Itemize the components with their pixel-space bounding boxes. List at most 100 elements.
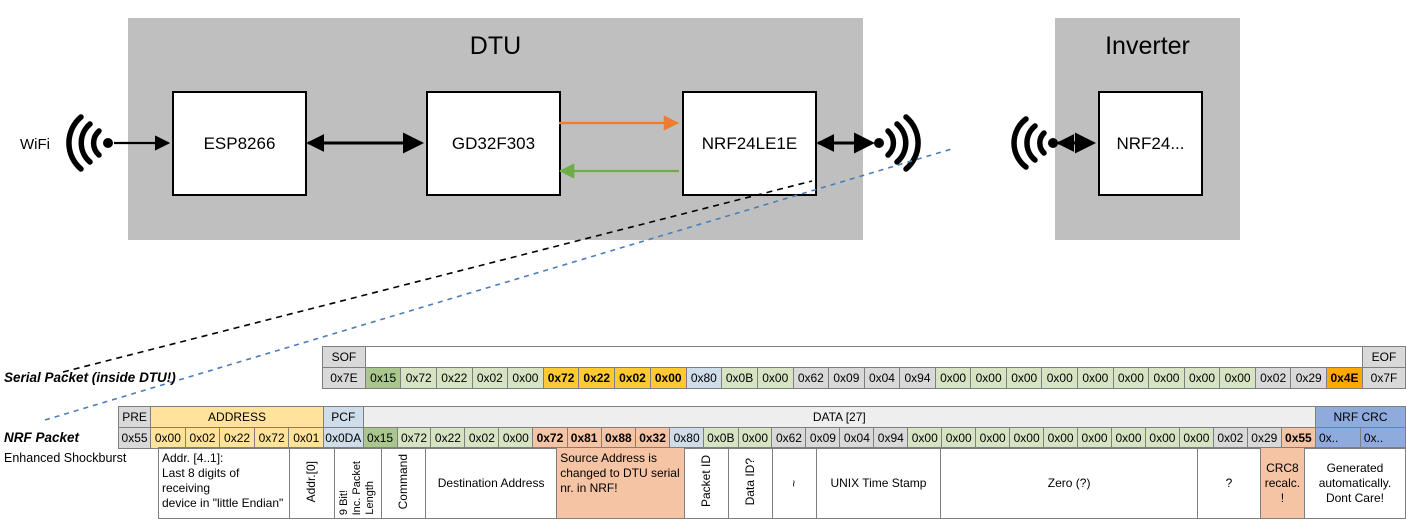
desc-addr0: Addr.[0] (288, 447, 335, 519)
serial-byte-10: 0x0B (721, 367, 758, 389)
desc-zero: Zero (?) (940, 447, 1199, 519)
nrf-byte-2: 0x22 (430, 427, 466, 449)
serial-byte-9: 0x80 (685, 367, 723, 389)
serial-header-spacer (364, 346, 1364, 368)
nrf-byte-14: 0x04 (839, 427, 875, 449)
nrf-byte-12: 0x62 (771, 427, 807, 449)
nrf-byte-6: 0x81 (566, 427, 602, 449)
serial-byte-15: 0x94 (899, 367, 936, 389)
chip-gd32f303: GD32F303 (426, 91, 561, 196)
nrf-byte-13: 0x09 (805, 427, 841, 449)
serial-byte-5: 0x72 (542, 367, 580, 389)
nrf-address-byte-4: 0x01 (288, 427, 325, 449)
nrf-byte-25: 0x02 (1212, 427, 1248, 449)
nrf-data-header: DATA [27] (362, 406, 1316, 428)
nrf-address-byte-2: 0x22 (219, 427, 255, 449)
chip-nrf24le1e: NRF24LE1E (682, 91, 817, 196)
nrf-pcf-header: PCF (323, 406, 364, 428)
nrf-crc-header: NRF CRC (1314, 406, 1406, 428)
nrf-address-header: ADDRESS (150, 406, 325, 428)
serial-byte-0: 0x15 (364, 367, 402, 389)
serial-byte-14: 0x04 (863, 367, 901, 389)
serial-byte-1: 0x72 (400, 367, 437, 389)
nrf-byte-19: 0x00 (1009, 427, 1045, 449)
serial-byte-21: 0x00 (1112, 367, 1150, 389)
serial-sof-value: 0x7E (322, 367, 366, 389)
nrf-byte-0: 0x15 (362, 427, 398, 449)
dtu-title: DTU (469, 32, 522, 60)
nrf-byte-20: 0x00 (1043, 427, 1079, 449)
nrf-byte-5: 0x72 (532, 427, 568, 449)
nrf-byte-15: 0x94 (873, 427, 909, 449)
inverter-enclosure: Inverter (1055, 18, 1240, 240)
nrf-byte-22: 0x00 (1111, 427, 1146, 449)
chip-esp8266: ESP8266 (172, 91, 307, 196)
serial-byte-19: 0x00 (1041, 367, 1079, 389)
desc-unix-timestamp: UNIX Time Stamp (815, 447, 942, 519)
serial-byte-13: 0x09 (828, 367, 865, 389)
serial-eof-header: EOF (1362, 346, 1406, 368)
serial-byte-8: 0x00 (649, 367, 687, 389)
desc-question: ? (1197, 447, 1261, 519)
serial-packet-title: Serial Packet (inside DTU!) (4, 370, 176, 385)
inverter-title: Inverter (1105, 32, 1190, 60)
nrf-pre-header: PRE (117, 406, 152, 428)
nrf-byte-24: 0x00 (1178, 427, 1214, 449)
nrf-byte-16: 0x00 (907, 427, 943, 449)
nrf-crc-byte-1: 0x.. (1359, 427, 1406, 449)
chip-nrf24-inverter-label: NRF24... (1116, 133, 1185, 153)
desc-destination: Destination Address (424, 447, 558, 519)
chip-esp8266-label: ESP8266 (203, 133, 276, 153)
nrf-byte-11: 0x00 (737, 427, 773, 449)
wifi-label: WiFi (20, 136, 50, 153)
serial-byte-27: 0x4E (1325, 367, 1364, 389)
desc-pre-spacer (118, 448, 159, 519)
nrf-byte-4: 0x00 (498, 427, 534, 449)
nrf-byte-9: 0x80 (669, 427, 705, 449)
chip-nrf24le1e-label: NRF24LE1E (701, 133, 798, 153)
serial-byte-20: 0x00 (1077, 367, 1114, 389)
nrf-address-byte-3: 0x72 (253, 427, 290, 449)
nrf-byte-23: 0x00 (1144, 427, 1180, 449)
chip-gd32f303-label: GD32F303 (451, 133, 536, 153)
serial-byte-23: 0x00 (1183, 367, 1221, 389)
desc-tilde: ~ (771, 447, 817, 519)
serial-byte-16: 0x00 (934, 367, 972, 389)
serial-byte-22: 0x00 (1148, 367, 1185, 389)
nrf-byte-8: 0x32 (634, 427, 671, 449)
serial-byte-18: 0x00 (1005, 367, 1043, 389)
nrf-byte-18: 0x00 (975, 427, 1011, 449)
serial-byte-2: 0x22 (436, 367, 473, 389)
nrf-byte-7: 0x88 (600, 427, 636, 449)
desc-command: Command (380, 447, 426, 519)
nrf-pre-value: 0x55 (117, 427, 152, 449)
desc-data-id: Data ID? (727, 447, 773, 519)
nrf-byte-10: 0x0B (703, 427, 739, 449)
serial-byte-26: 0x29 (1290, 367, 1327, 389)
nrf-byte-27: 0x55 (1280, 427, 1316, 449)
serial-eof-value: 0x7F (1362, 367, 1406, 389)
block-diagram: DTU Inverter ESP8266 GD32F303 NRF24LE1E … (20, 18, 1240, 240)
nrf-address-byte-1: 0x02 (184, 427, 221, 449)
nrf-packet-subtitle: Enhanced Shockburst (4, 451, 127, 465)
nrf-byte-21: 0x00 (1077, 427, 1113, 449)
nrf-byte-17: 0x00 (941, 427, 977, 449)
nrf-byte-26: 0x29 (1246, 427, 1282, 449)
serial-byte-17: 0x00 (970, 367, 1007, 389)
nrf-byte-3: 0x02 (464, 427, 500, 449)
nrf-crc-byte-0: 0x.. (1314, 427, 1361, 449)
serial-byte-25: 0x02 (1254, 367, 1292, 389)
serial-byte-12: 0x62 (792, 367, 830, 389)
